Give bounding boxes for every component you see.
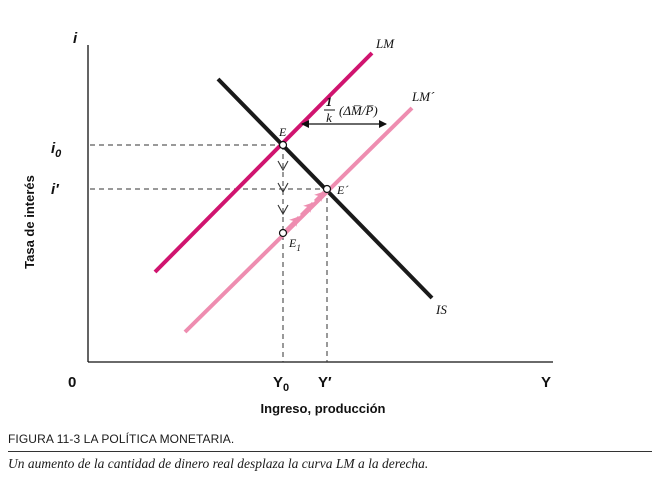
- y-tick-i0: i0: [51, 140, 62, 160]
- svg-text:(ΔM̅/P̅): (ΔM̅/P̅): [339, 103, 378, 118]
- down-chevron-icon: [277, 204, 289, 216]
- svg-text:1: 1: [326, 94, 333, 109]
- y-tick-i-prime: i′: [51, 181, 60, 198]
- x-tick-y0: Y0: [273, 374, 289, 394]
- down-chevron-icon: [277, 160, 289, 172]
- lm-prime-label: LM´: [411, 89, 435, 104]
- lm-prime-curve: [183, 106, 414, 334]
- y-axis-title: Tasa de interés: [22, 175, 37, 269]
- shift-label: 1 k (ΔM̅/P̅): [324, 94, 378, 125]
- y-axis-label: i: [73, 30, 78, 47]
- origin-label: 0: [68, 374, 76, 391]
- point-e1-marker: [278, 228, 288, 238]
- point-e-marker: [278, 140, 288, 150]
- point-e-prime-label: E´: [336, 183, 349, 197]
- adjustment-arrow-3: [313, 190, 326, 203]
- x-axis-label: Y: [541, 374, 551, 391]
- caption-divider: [8, 451, 652, 452]
- svg-text:k: k: [326, 110, 332, 125]
- adjustment-arrow-2: [299, 201, 315, 217]
- adjustment-arrow-1: [284, 215, 301, 232]
- point-e-label: E: [278, 125, 287, 139]
- x-tick-y-prime: Y′: [318, 374, 332, 391]
- lm-label: LM: [375, 36, 395, 51]
- figure-caption-title: FIGURA 11-3 LA POLÍTICA MONETARIA.: [8, 432, 235, 446]
- x-axis-title: Ingreso, producción: [261, 401, 386, 416]
- down-chevron-icon: [277, 182, 289, 194]
- is-label: IS: [435, 302, 447, 317]
- point-e-prime-marker: [322, 184, 332, 194]
- is-lm-diagram: E E´ E1 LM LM´ IS 1 k (ΔM̅/P̅) i Y 0 i0 …: [22, 30, 553, 416]
- point-e1-label: E1: [288, 236, 301, 253]
- lm-curve: [153, 51, 374, 274]
- figure-caption-text: Un aumento de la cantidad de dinero real…: [8, 456, 429, 471]
